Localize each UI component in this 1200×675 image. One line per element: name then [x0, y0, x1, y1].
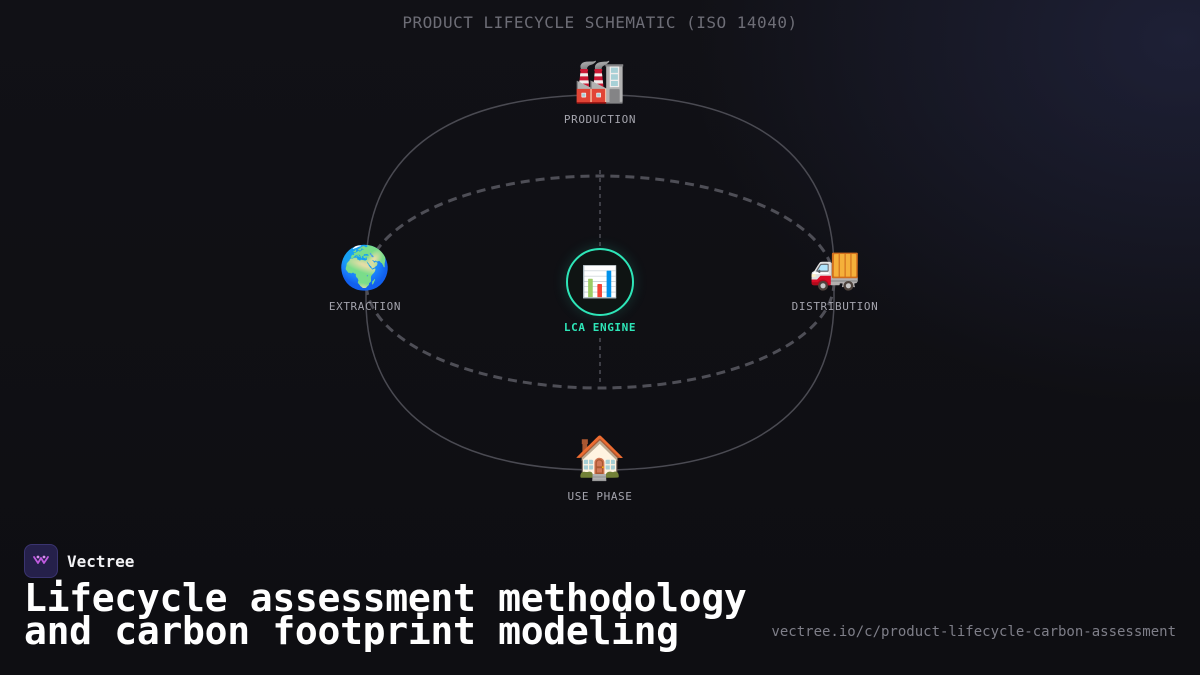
lca-engine-circle: 📊 — [566, 248, 634, 316]
schematic-title: PRODUCT LIFECYCLE SCHEMATIC (ISO 14040) — [402, 13, 798, 32]
house-icon: 🏠 — [573, 433, 627, 482]
headline-line-2: and carbon footprint modeling — [24, 609, 679, 653]
vectree-logo-icon — [24, 544, 58, 578]
stage-distribution: 🚚 DISTRIBUTION — [755, 242, 915, 313]
brand: Vectree — [24, 544, 134, 578]
stage-use-phase: 🏠 USE PHASE — [520, 432, 680, 503]
globe-icon: 🌍 — [338, 243, 392, 292]
stage-label-use-phase: USE PHASE — [567, 490, 633, 503]
bar-chart-icon: 📊 — [581, 264, 619, 300]
inner-dashed-ring — [364, 174, 836, 390]
headline-line-1: Lifecycle assessment methodology — [24, 576, 747, 620]
page-url: vectree.io/c/product-lifecycle-carbon-as… — [771, 624, 1176, 640]
stage-label-production: PRODUCTION — [563, 113, 637, 126]
stage-production: 🏭 PRODUCTION — [520, 55, 680, 126]
stage-label-distribution: DISTRIBUTION — [791, 300, 879, 313]
factory-icon: 🏭 — [573, 56, 627, 105]
stage-extraction: 🌍 EXTRACTION — [285, 242, 445, 313]
outer-loop — [365, 94, 835, 471]
headline: Lifecycle assessment methodology and car… — [24, 576, 747, 653]
truck-icon: 🚚 — [808, 243, 862, 292]
brand-name: Vectree — [67, 551, 135, 571]
stage-label-extraction: EXTRACTION — [328, 300, 402, 313]
lca-engine-node: 📊 LCA ENGINE — [520, 248, 680, 334]
lca-engine-label: LCA ENGINE — [563, 321, 637, 334]
